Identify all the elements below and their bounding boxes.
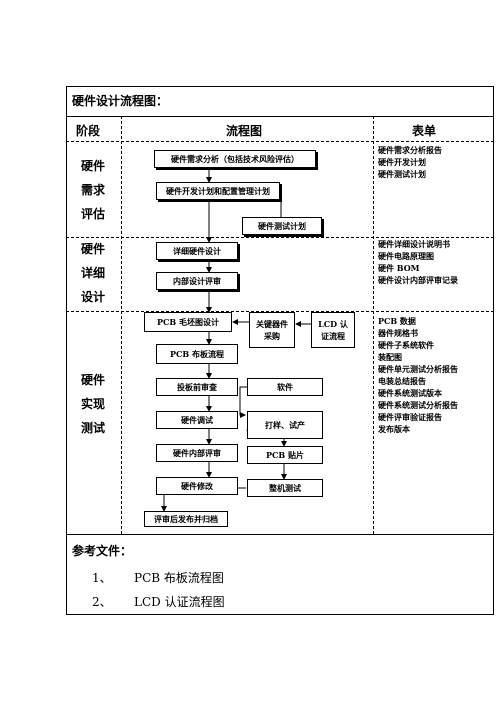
box-hardware-modify: 硬件修改 (156, 477, 238, 495)
form-item: 器件规格书 (378, 328, 418, 338)
stage-line: 需求 (80, 183, 105, 197)
table-top-border (66, 86, 494, 87)
form-item: 硬件详细设计说明书 (378, 239, 450, 249)
box-hardware-debug: 硬件调试 (156, 411, 238, 429)
stage-line: 实现 (80, 397, 105, 411)
box-internal-review: 内部设计评审 (156, 272, 238, 290)
header-row-divider (66, 141, 494, 142)
box-pre-board-review: 投板前审查 (156, 378, 238, 396)
reference-title: 参考文件： (72, 544, 133, 558)
stage-column-divider (121, 116, 122, 534)
box-release-archive: 评审后发布并归档 (144, 511, 228, 527)
box-detail-design: 详细硬件设计 (156, 242, 238, 260)
box-pcb-layout: PCB 布板流程 (156, 344, 238, 364)
form-item: 硬件单元测试分析报告 (378, 364, 458, 374)
form-item: 装配图 (378, 352, 402, 362)
form-item: 硬件系统测试分析报告 (378, 400, 458, 410)
box-software: 软件 (247, 378, 323, 396)
stage-line: 硬件 (80, 373, 105, 387)
title-row-divider (66, 116, 494, 117)
reference-item-1-number: 1、 (92, 571, 112, 585)
form-item: 硬件系统测试版本 (378, 388, 442, 398)
box-key-parts-purchase: 关键器件采购 (249, 312, 295, 348)
hardware-design-flow-document: 硬件设计流程图： 阶段 流程图 表单 硬件 需求 评估 硬件 详细 设计 硬件 … (66, 86, 494, 615)
box-test-plan: 硬件测试计划 (242, 217, 322, 235)
stage-requirements-label: 硬件 需求 评估 (68, 154, 118, 226)
box-dev-plan: 硬件开发计划和配置管理计划 (156, 182, 280, 200)
table-right-border (493, 86, 494, 614)
forms-requirements: 硬件需求分析报告 硬件开发计划 硬件测试计划 (378, 144, 442, 180)
box-system-test: 整机测试 (247, 479, 323, 497)
stage-detail-design-label: 硬件 详细 设计 (68, 237, 118, 309)
header-forms: 表单 (412, 124, 437, 138)
form-item: 硬件需求分析报告 (378, 145, 442, 155)
reference-divider (66, 534, 494, 535)
stage-line: 硬件 (80, 242, 105, 256)
reference-item-2-number: 2、 (92, 595, 112, 609)
form-item: 硬件电路原理图 (378, 251, 434, 261)
stage-line: 设计 (80, 290, 105, 304)
stage-implementation-test-label: 硬件 实现 测试 (68, 368, 118, 440)
form-item: 发布版本 (378, 424, 410, 434)
form-item: 硬件测试计划 (378, 169, 426, 179)
form-item: 硬件开发计划 (378, 157, 426, 167)
reference-item-1-text: PCB 布板流程图 (134, 571, 224, 585)
stage-line: 详细 (80, 266, 105, 280)
form-item: 硬件 BOM (378, 263, 420, 273)
forms-column-divider (373, 116, 374, 534)
stage-line: 硬件 (80, 159, 105, 173)
stage-line: 评估 (80, 207, 105, 221)
box-lcd-certification: LCD 认证流程 (311, 312, 355, 348)
form-item: 硬件子系统软件 (378, 340, 434, 350)
document-title: 硬件设计流程图： (72, 94, 169, 108)
header-stage: 阶段 (76, 124, 101, 138)
box-pcb-smt: PCB 贴片 (247, 446, 323, 464)
box-hardware-internal-review: 硬件内部评审 (156, 444, 238, 462)
stage1-divider (66, 237, 494, 238)
stage2-divider (66, 311, 494, 312)
forms-detail-design: 硬件详细设计说明书 硬件电路原理图 硬件 BOM 硬件设计内部评审记录 (378, 238, 458, 286)
form-item: PCB 数据 (378, 316, 416, 326)
stage-line: 测试 (80, 421, 105, 435)
reference-item-2-text: LCD 认证流程图 (134, 595, 225, 609)
table-bottom-border (66, 614, 494, 615)
form-item: 电装总结报告 (378, 376, 426, 386)
table-left-border (66, 86, 67, 614)
forms-implementation-test: PCB 数据 器件规格书 硬件子系统软件 装配图 硬件单元测试分析报告 电装总结… (378, 315, 458, 435)
form-item: 硬件评审验证报告 (378, 412, 442, 422)
form-item: 硬件设计内部评审记录 (378, 275, 458, 285)
header-flow: 流程图 (226, 124, 263, 138)
box-requirement-analysis: 硬件需求分析（包括技术风险评估） (154, 150, 316, 168)
box-prototype-trial: 打样、试产 (247, 411, 323, 439)
box-pcb-blank-design: PCB 毛坯图设计 (144, 312, 232, 332)
